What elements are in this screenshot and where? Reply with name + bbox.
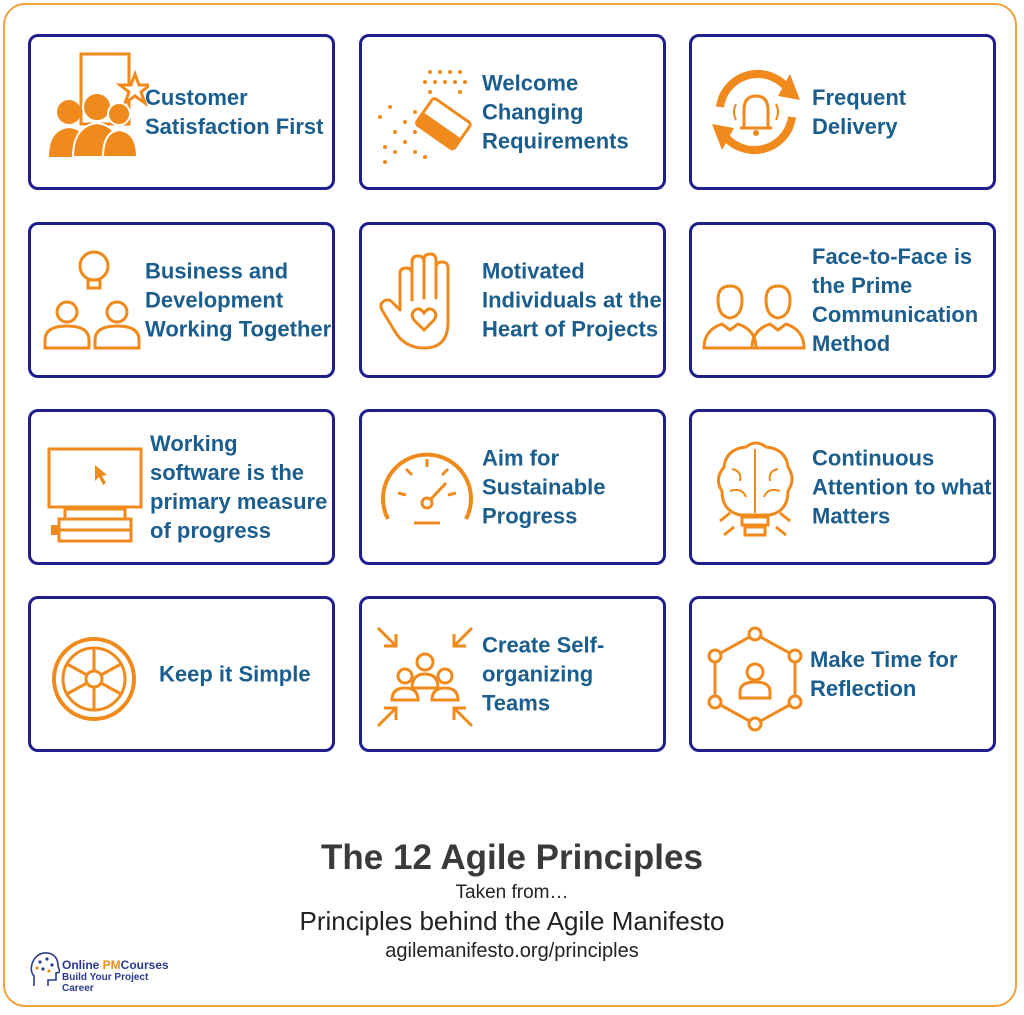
principle-card-3: Frequent Delivery <box>689 34 996 190</box>
speedometer-icon <box>370 427 480 547</box>
principle-card-12: Make Time for Reflection <box>689 596 996 752</box>
source-title: Principles behind the Agile Manifesto <box>299 906 725 936</box>
logo-line1: Online PMCourses <box>62 958 169 972</box>
hand-heart-icon <box>370 240 480 360</box>
principle-label: Keep it Simple <box>159 661 311 687</box>
principle-label: Welcome Changing Requirements <box>482 70 629 154</box>
principle-label: Make Time for Reflection <box>810 647 958 701</box>
principle-label: Motivated Individuals at the Heart of Pr… <box>482 258 662 342</box>
team-arrows-icon <box>370 614 480 734</box>
bell-cycle-icon <box>700 52 810 172</box>
logo-tagline: Build Your Project Career <box>62 972 149 994</box>
principle-card-9: Continuous Attention to what Matters <box>689 409 996 565</box>
source-url: agilemanifesto.org/principles <box>385 940 639 962</box>
principle-card-4: Business and Development Working Togethe… <box>28 222 335 378</box>
head-network-icon <box>30 952 60 986</box>
principle-label: Customer Satisfaction First <box>145 85 324 139</box>
brain-bulb-icon <box>700 427 810 547</box>
online-pm-courses-logo: Online PMCourses Build Your Project Care… <box>30 950 180 994</box>
principle-label: Working software is the primary measure … <box>150 431 328 543</box>
outer-frame <box>3 3 1017 1007</box>
principle-label: Create Self-organizing Teams <box>482 632 605 716</box>
principle-card-10: Keep it Simple <box>28 596 335 752</box>
customer-star-icon <box>39 52 149 172</box>
principle-card-6: Face-to-Face is the Prime Communication … <box>689 222 996 378</box>
two-people-icon <box>700 240 810 360</box>
principle-label: Frequent Delivery <box>812 85 907 139</box>
team-idea-icon <box>39 240 149 360</box>
principle-card-8: Aim for Sustainable Progress <box>359 409 666 565</box>
wheel-icon <box>39 614 149 734</box>
page-title: The 12 Agile Principles <box>321 838 703 877</box>
computer-icon <box>39 427 149 547</box>
principle-card-7: Working software is the primary measure … <box>28 409 335 565</box>
principle-card-11: Create Self-organizing Teams <box>359 596 666 752</box>
principle-label: Business and Development Working Togethe… <box>145 258 332 342</box>
eraser-icon <box>370 52 480 172</box>
principle-card-1: Customer Satisfaction First <box>28 34 335 190</box>
taken-from-text: Taken from… <box>455 882 569 903</box>
principle-card-2: Welcome Changing Requirements <box>359 34 666 190</box>
principle-label: Aim for Sustainable Progress <box>482 445 606 529</box>
principle-label: Face-to-Face is the Prime Communication … <box>812 244 979 356</box>
principle-label: Continuous Attention to what Matters <box>812 445 992 529</box>
principle-card-5: Motivated Individuals at the Heart of Pr… <box>359 222 666 378</box>
network-person-icon <box>700 614 810 734</box>
